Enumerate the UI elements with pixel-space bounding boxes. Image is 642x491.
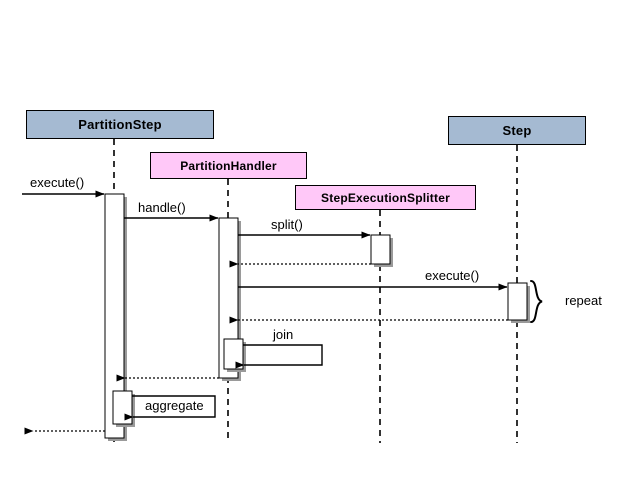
participant-partition-step[interactable]: PartitionStep: [26, 110, 214, 139]
activation-act-step: [507, 282, 528, 321]
participant-step-execution-splitter[interactable]: StepExecutionSplitter: [295, 185, 476, 210]
self-message-msg-join: [235, 344, 323, 369]
activation-act-aggregate: [112, 390, 133, 425]
message-label-split: split(): [271, 217, 303, 232]
repeat-brace: [530, 280, 543, 323]
message-label-aggregate: aggregate: [145, 398, 204, 413]
message-label-join: join: [273, 327, 294, 342]
activation-act-splitter: [370, 234, 391, 265]
message-label-execute-in: execute(): [30, 175, 85, 190]
participant-label: PartitionStep: [78, 117, 162, 132]
participant-label: PartitionHandler: [180, 158, 277, 173]
activation-act-join: [223, 338, 244, 370]
participant-partition-handler[interactable]: PartitionHandler: [150, 152, 307, 179]
message-label-handle: handle(): [138, 200, 186, 215]
participant-label: Step: [502, 123, 532, 138]
participant-label: StepExecutionSplitter: [321, 190, 450, 205]
activation-act-partition-handler: [218, 217, 239, 379]
participant-step[interactable]: Step: [448, 116, 586, 145]
self-message-msg-aggregate: [124, 395, 216, 421]
repeat-annotation-label: repeat: [565, 293, 602, 308]
message-label-execute-step: execute(): [425, 268, 480, 283]
